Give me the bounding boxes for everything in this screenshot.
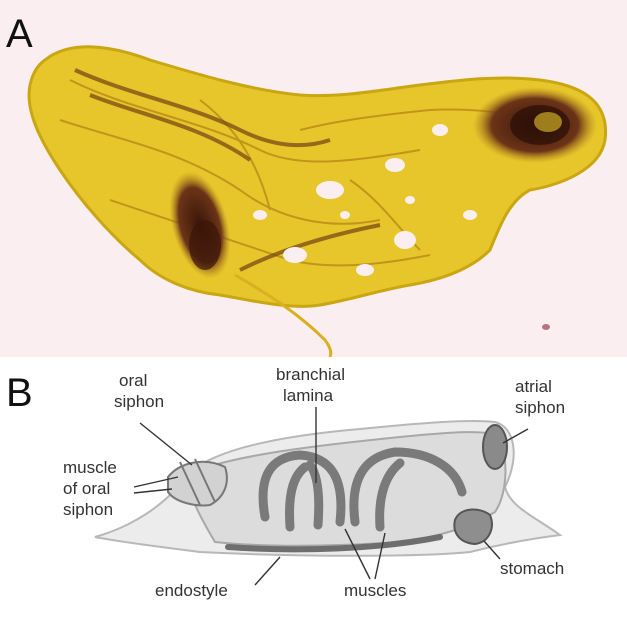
specimen-photo (27, 45, 608, 358)
specimen-body (27, 45, 608, 308)
anatomy-diagram: oral siphon branchial lamina atrial siph… (63, 365, 565, 600)
label-muscles: muscles (344, 581, 406, 600)
endostyle (225, 534, 443, 553)
panel-label-b: B (6, 371, 33, 415)
label-branchial-lamina: branchial lamina (276, 365, 350, 405)
label-stomach: stomach (500, 559, 564, 578)
specimen-photo-panel: A (0, 0, 627, 358)
label-atrial-siphon: atrial siphon (515, 377, 565, 417)
atrial-siphon (482, 424, 508, 470)
label-endostyle: endostyle (155, 581, 228, 600)
panel-label-a: A (6, 12, 33, 56)
stomach (453, 508, 493, 546)
label-muscle-of-oral-siphon: muscle of oral siphon (63, 458, 122, 519)
label-oral-siphon: oral siphon (114, 371, 164, 411)
muscle-bands (258, 447, 467, 532)
anatomy-diagram-panel: oral siphon branchial lamina atrial siph… (0, 357, 627, 620)
